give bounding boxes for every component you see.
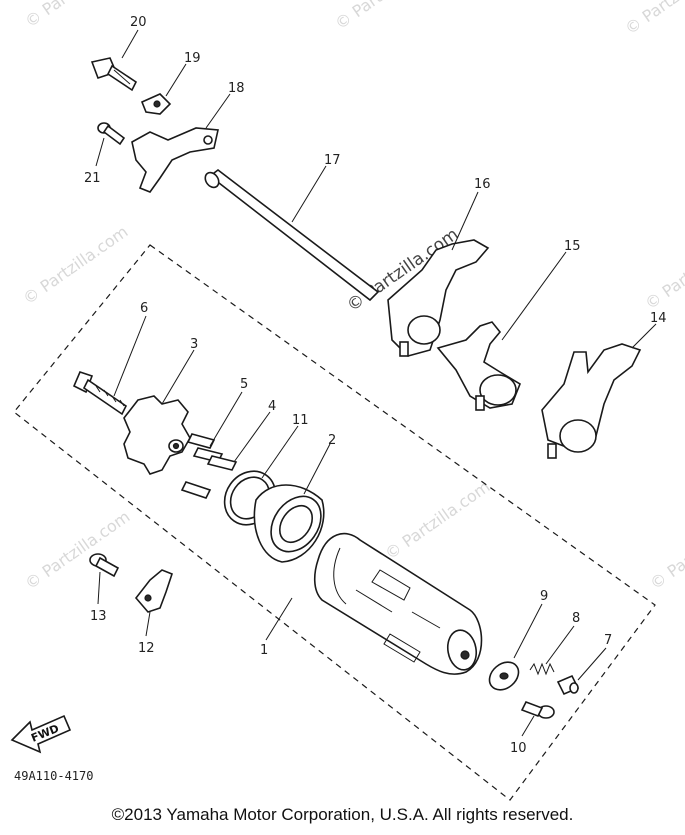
callouts: 20 19 18 21 17 16 15 14 6 3 5 4 11 2 1 9…	[84, 15, 667, 756]
callout-6: 6	[140, 301, 148, 316]
callout-11: 11	[292, 413, 309, 428]
part-3-segment	[123, 395, 191, 475]
part-8-spring	[529, 662, 555, 676]
part-7-pin	[556, 674, 580, 696]
assembly-outline	[13, 244, 656, 801]
callout-14: 14	[650, 311, 667, 326]
part-17-shaft	[204, 168, 380, 302]
callout-18: 18	[228, 81, 245, 96]
part-1-shift-cam	[313, 532, 483, 675]
part-16-shift-fork	[387, 239, 490, 357]
callout-15: 15	[564, 239, 581, 254]
callout-1: 1	[260, 643, 268, 658]
part-21-screw	[97, 122, 126, 146]
callout-13: 13	[90, 609, 107, 624]
callout-19: 19	[184, 51, 201, 66]
copyright-notice: ©2013 Yamaha Motor Corporation, U.S.A. A…	[111, 805, 574, 824]
callout-9: 9	[540, 589, 548, 604]
part-2-bearing	[253, 484, 325, 563]
watermark: © Partzilla.com	[21, 507, 133, 593]
part-10-screw	[520, 700, 555, 719]
part-4-pin	[206, 455, 238, 471]
part-18-bracket	[131, 127, 219, 193]
callout-16: 16	[474, 177, 491, 192]
watermark: © Partzilla.com	[646, 507, 685, 593]
callout-10: 10	[510, 741, 527, 756]
part-14-shift-fork	[541, 343, 642, 459]
watermark: © Partzilla.com	[21, 0, 133, 31]
part-12-plate	[134, 569, 173, 613]
watermarks: © Partzilla.com © Partzilla.com © Partzi…	[19, 0, 685, 593]
part-13-screw	[89, 553, 120, 578]
callout-2: 2	[328, 433, 336, 448]
callout-12: 12	[138, 641, 155, 656]
callout-20: 20	[130, 15, 147, 30]
fwd-arrow-icon: FWD	[10, 714, 72, 754]
callout-5: 5	[240, 377, 248, 392]
leader-lines	[95, 29, 657, 737]
part-6-bolt	[72, 371, 128, 416]
watermark: © Partzilla.com	[381, 477, 493, 563]
callout-8: 8	[572, 611, 580, 626]
callout-21: 21	[84, 171, 101, 186]
watermark: © Partzilla.com	[331, 0, 443, 33]
watermark: © Partzilla.com	[19, 222, 131, 308]
part-15-shift-fork	[436, 321, 521, 411]
callout-4: 4	[268, 399, 276, 414]
callout-17: 17	[324, 153, 341, 168]
diagram-code: 49A110-4170	[14, 769, 93, 783]
watermark: © Partzilla.com	[621, 0, 685, 38]
part-20-bolt	[90, 57, 138, 92]
part-9-plate	[488, 661, 520, 691]
callout-7: 7	[604, 633, 612, 648]
callout-3: 3	[190, 337, 198, 352]
watermark: © Partzilla.com	[641, 227, 685, 313]
